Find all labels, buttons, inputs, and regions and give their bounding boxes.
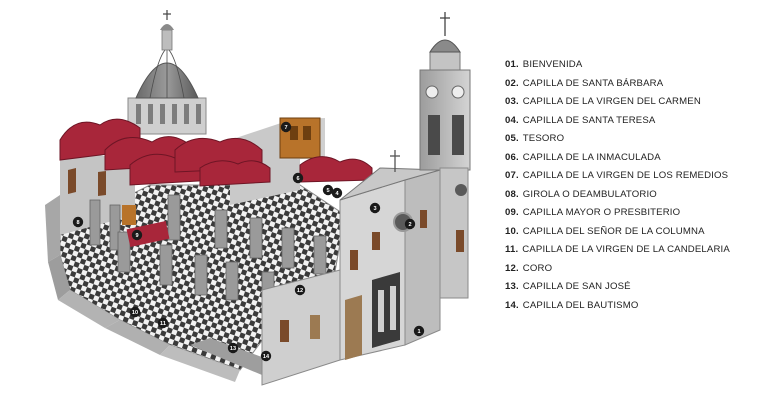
chapel-roof	[299, 156, 373, 183]
marker-label: 3	[373, 206, 376, 212]
marker-dot	[260, 350, 272, 362]
dome	[127, 10, 207, 135]
marker-5: 5	[322, 184, 334, 196]
marker-1: 1	[413, 325, 425, 337]
legend-item: 13.CAPILLA DE SAN JOSÉ	[505, 278, 767, 297]
legend-item-label: CAPILLA DE LA VIRGEN DEL CARMEN	[522, 96, 701, 107]
legend-item-label: CAPILLA DEL SEÑOR DE LA COLUMNA	[522, 225, 705, 237]
marker-dot	[131, 229, 143, 241]
marker-label: 9	[135, 233, 138, 239]
marker-dot	[227, 342, 239, 354]
legend-item-number: 12.	[505, 262, 519, 274]
legend-item-number: 08.	[505, 188, 519, 200]
high-altar	[122, 205, 170, 247]
legend-item-number: 06.	[505, 151, 519, 163]
bell-tower	[419, 12, 471, 299]
marker-label: 1	[417, 329, 420, 335]
marker-label: 11	[160, 321, 166, 327]
legend-item-label: CAPILLA DEL BAUTISMO	[522, 299, 639, 311]
legend-item: 04.CAPILLA DE SANTA TERESA	[505, 112, 767, 131]
legend-item-label: CAPILLA DE SANTA TERESA	[522, 114, 656, 126]
legend-item-number: 09.	[505, 207, 519, 218]
marker-8: 8	[72, 216, 84, 228]
marker-label: 2	[408, 222, 411, 228]
legend-item-label: BIENVENIDA	[522, 59, 583, 70]
marker-label: 14	[263, 354, 270, 360]
red-vaults	[59, 118, 271, 187]
legend-item: 10.CAPILLA DEL SEÑOR DE LA COLUMNA	[505, 223, 767, 242]
marker-label: 10	[132, 310, 138, 316]
legend-item: 11.CAPILLA DE LA VIRGEN DE LA CANDELARIA	[505, 241, 767, 260]
marker-4: 4	[331, 187, 343, 199]
legend-item-number: 11.	[505, 244, 519, 255]
legend-item: 09.CAPILLA MAYOR O PRESBITERIO	[505, 204, 767, 223]
legend-item-number: 07.	[505, 170, 519, 181]
marker-label: 7	[284, 125, 287, 131]
marker-dot	[331, 187, 343, 199]
marker-dot	[322, 184, 334, 196]
marker-dot	[369, 202, 381, 214]
legend-item-number: 03.	[505, 96, 519, 107]
legend-item-number: 02.	[505, 77, 519, 89]
marker-6: 6	[292, 172, 304, 184]
marker-dot	[292, 172, 304, 184]
legend-item-label: CAPILLA DE SAN JOSÉ	[522, 281, 631, 292]
legend-item-number: 01.	[505, 59, 519, 70]
legend-item-label: CAPILLA MAYOR O PRESBITERIO	[522, 207, 681, 218]
legend-item-label: CAPILLA DE LA INMACULADA	[522, 151, 661, 163]
legend-item-label: CORO	[522, 262, 553, 274]
marker-10: 10	[129, 306, 141, 318]
legend-item: 12.CORO	[505, 260, 767, 279]
legend-item-label: CAPILLA DE LA VIRGEN DE LOS REMEDIOS	[522, 170, 729, 181]
legend-item: 07.CAPILLA DE LA VIRGEN DE LOS REMEDIOS	[505, 167, 767, 186]
marker-12: 12	[294, 284, 306, 296]
legend-item: 03.CAPILLA DE LA VIRGEN DEL CARMEN	[505, 93, 767, 112]
marker-14: 14	[260, 350, 272, 362]
legend-item: 01.BIENVENIDA	[505, 56, 767, 75]
marker-dot	[72, 216, 84, 228]
marker-label: 12	[297, 288, 303, 294]
legend-item-number: 10.	[505, 225, 519, 237]
marker-2: 2	[404, 218, 416, 230]
legend-item-label: GIROLA O DEAMBULATORIO	[522, 188, 657, 200]
marker-9: 9	[131, 229, 143, 241]
legend-item-label: CAPILLA DE SANTA BÁRBARA	[522, 77, 664, 89]
legend-item: 14.CAPILLA DEL BAUTISMO	[505, 297, 767, 316]
legend-item-number: 14.	[505, 299, 519, 311]
marker-11: 11	[157, 317, 169, 329]
marker-3: 3	[369, 202, 381, 214]
legend-item: 05.TESORO	[505, 130, 767, 149]
marker-dot	[294, 284, 306, 296]
legend-item-number: 13.	[505, 281, 519, 292]
legend-item-label: CAPILLA DE LA VIRGEN DE LA CANDELARIA	[522, 244, 730, 255]
legend-item-number: 04.	[505, 114, 519, 126]
marker-dot	[280, 121, 292, 133]
marker-dot	[413, 325, 425, 337]
legend-item: 08.GIROLA O DEAMBULATORIO	[505, 186, 767, 205]
marker-label: 5	[326, 188, 329, 194]
marker-dot	[157, 317, 169, 329]
marker-dot	[129, 306, 141, 318]
legend-list: 01.BIENVENIDA 02.CAPILLA DE SANTA BÁRBAR…	[505, 56, 767, 315]
facade	[261, 150, 441, 386]
marker-7: 7	[280, 121, 292, 133]
legend-item: 02.CAPILLA DE SANTA BÁRBARA	[505, 75, 767, 94]
marker-dot	[404, 218, 416, 230]
legend-item-number: 05.	[505, 133, 519, 144]
marker-label: 13	[230, 346, 236, 352]
marker-label: 8	[76, 220, 79, 226]
legend-item: 06.CAPILLA DE LA INMACULADA	[505, 149, 767, 168]
marker-label: 4	[335, 191, 339, 197]
marker-13: 13	[227, 342, 239, 354]
legend-item-label: TESORO	[522, 133, 565, 144]
marker-label: 6	[296, 176, 299, 182]
